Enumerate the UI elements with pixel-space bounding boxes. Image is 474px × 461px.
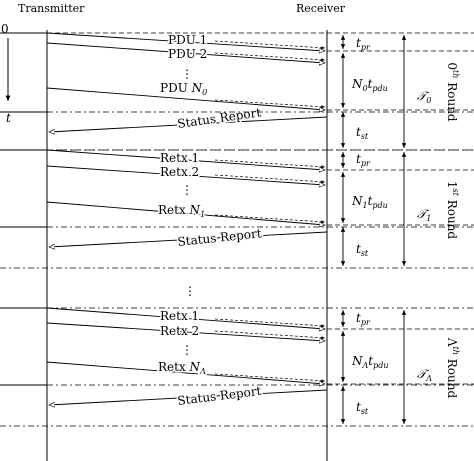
- round-2-tpr-label: tpr: [356, 311, 371, 327]
- round-0-packet-label-1: PDU 2: [168, 47, 207, 61]
- round-1-tst-label: tst: [356, 242, 369, 258]
- round-1-status-arrow: [49, 231, 328, 247]
- transmitter-label: Transmitter: [18, 2, 85, 15]
- round-2-packet-guide-1: [214, 330, 326, 340]
- round-1-round-label: 1st Round: [445, 181, 460, 240]
- round-2-npdu-label: NΛtpdu: [351, 354, 389, 370]
- round-1-npdu-label: N1tpdu: [351, 194, 388, 210]
- round-0-packet-arrow-2: [46, 87, 325, 110]
- round-1-packet-guide-0: [214, 159, 326, 169]
- round-0-tpr-label: tpr: [356, 36, 371, 52]
- round-1-packet-label-1: Retx 2: [160, 165, 199, 179]
- round-1-packet-arrow-0: [46, 149, 325, 170]
- round-0-tau-label: 𝒯0: [417, 89, 431, 105]
- round-2-packet-arrow-2: [46, 361, 325, 384]
- round-2-packet-dots: ⋮: [181, 343, 193, 357]
- round-1-packet-label-2: Retx N1: [158, 203, 205, 219]
- round-1-packet-guide-2: [214, 214, 326, 224]
- round-2-packet-label-0: Retx 1: [160, 309, 199, 323]
- round-0-packet-label-0: PDU 1: [168, 33, 207, 47]
- round-0-packet-arrow-1: [46, 42, 325, 63]
- round-2-packet-guide-0: [214, 318, 326, 328]
- round-1-packet-guide-1: [214, 174, 326, 184]
- round-1-packet-arrow-1: [46, 165, 325, 185]
- round-1-tpr-label: tpr: [356, 152, 371, 168]
- round-1-status-label: Status Report: [177, 226, 263, 249]
- round-2-status-arrow: [49, 389, 328, 405]
- round-0-packet-dots: ⋮: [181, 67, 193, 81]
- origin-label: 0: [1, 22, 9, 36]
- round-2-packet-guide-2: [214, 373, 326, 383]
- round-0-tst-label: tst: [356, 125, 369, 141]
- round-0-packet-guide-2: [214, 99, 326, 109]
- round-0-packet-arrow-0: [46, 32, 325, 51]
- round-0-packet-label-2: PDU N0: [160, 81, 207, 97]
- round-2-packet-arrow-0: [46, 307, 325, 329]
- round-2-packet-label-2: Retx NΛ: [158, 360, 206, 376]
- round-0-npdu-label: N0tpdu: [351, 77, 388, 93]
- round-1-packet-dots: ⋮: [181, 183, 193, 197]
- round-gap-dots: ⋮: [184, 284, 196, 298]
- round-2-status-label: Status Report: [177, 384, 263, 408]
- round-1-packet-arrow-2: [46, 201, 325, 225]
- round-2-packet-label-1: Retx 2: [160, 324, 199, 338]
- round-2-packet-arrow-1: [46, 322, 325, 341]
- round-0-round-label: 0th Round: [445, 62, 460, 122]
- round-2-tst-label: tst: [356, 400, 369, 416]
- round-0-packet-guide-0: [214, 40, 326, 50]
- time-axis-label: t: [6, 111, 11, 125]
- round-0-packet-guide-1: [214, 52, 326, 62]
- round-1-packet-label-0: Retx 1: [160, 151, 199, 165]
- round-2-tau-label: 𝒯Λ: [417, 367, 432, 383]
- round-0-status-arrow: [49, 116, 328, 132]
- round-2-round-label: Λth Round: [445, 337, 460, 399]
- round-0-status-label: Status Report: [176, 105, 262, 131]
- receiver-label: Receiver: [296, 2, 346, 15]
- round-1-tau-label: 𝒯1: [417, 207, 431, 223]
